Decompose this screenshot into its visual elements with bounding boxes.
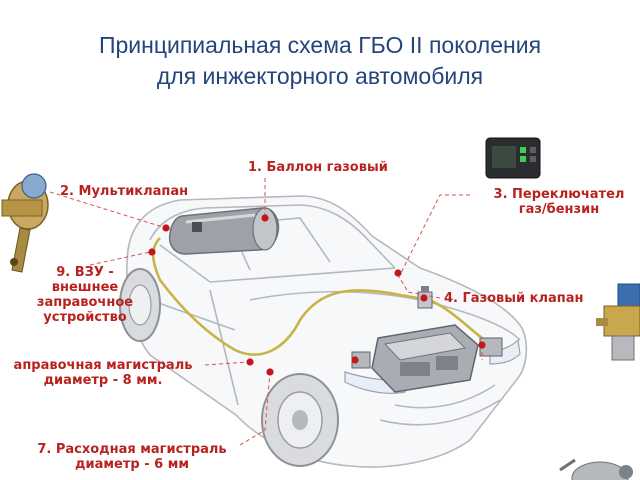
multivalve-icon	[1, 173, 49, 273]
label-gas-valve: 4. Газовый клапан	[444, 291, 584, 306]
leader-lines	[49, 178, 483, 446]
engine-icon	[371, 324, 479, 393]
dot-cylinder	[261, 214, 269, 222]
label-filling-line-1: 9. ВЗУ -	[56, 265, 114, 280]
label-filling-line-3: заправочное	[36, 295, 134, 310]
label-filling-line-2: внешнее	[51, 280, 119, 295]
dot-gas-valve	[420, 294, 428, 302]
label-cylinder: 1. Баллон газовый	[248, 160, 388, 175]
dot-reducer	[478, 341, 486, 349]
label-fuel-line-1: аправочная магистраль	[13, 358, 193, 373]
gas-valve-device-icon	[596, 283, 640, 361]
label-supply-line-2: диаметр - 6 мм	[75, 457, 189, 472]
front-wheel	[261, 373, 339, 467]
bottom-right-part-icon	[559, 458, 633, 480]
diagram-title: Принципиальная схема ГБО II поколения дл…	[0, 30, 640, 92]
label-filling-line-4: устройство	[43, 310, 127, 325]
label-switch-line-1: 3. Переключател	[493, 187, 625, 202]
label-multivalve: 2. Мультиклапан	[60, 184, 189, 199]
label-fuel-line: аправочная магистраль диаметр - 8 мм.	[0, 358, 206, 388]
dot-engine	[351, 356, 359, 364]
dot-supply-line	[266, 368, 274, 376]
label-fuel-line-2: диаметр - 8 мм.	[43, 373, 163, 388]
reducer-icon	[351, 337, 503, 369]
title-line-2: для инжекторного автомобиля	[156, 63, 484, 89]
title-line-1: Принципиальная схема ГБО II поколения	[98, 32, 542, 58]
dot-fuel-line	[246, 358, 254, 366]
label-supply-line-1: 7. Расходная магистраль	[37, 442, 227, 457]
gas-cylinder-icon	[168, 207, 280, 255]
marker-dots	[148, 214, 486, 376]
dot-switch	[394, 269, 402, 277]
label-filling-device: 9. ВЗУ - внешнее заправочное устройство	[20, 265, 150, 325]
label-switch: 3. Переключател газ/бензин	[478, 187, 640, 217]
dot-filling	[148, 248, 156, 256]
dot-multivalve	[162, 224, 170, 232]
label-switch-line-2: газ/бензин	[518, 202, 600, 217]
switch-device-icon	[485, 137, 541, 179]
label-supply-line: 7. Расходная магистраль диаметр - 6 мм	[20, 442, 244, 472]
rear-wheel	[119, 268, 161, 342]
